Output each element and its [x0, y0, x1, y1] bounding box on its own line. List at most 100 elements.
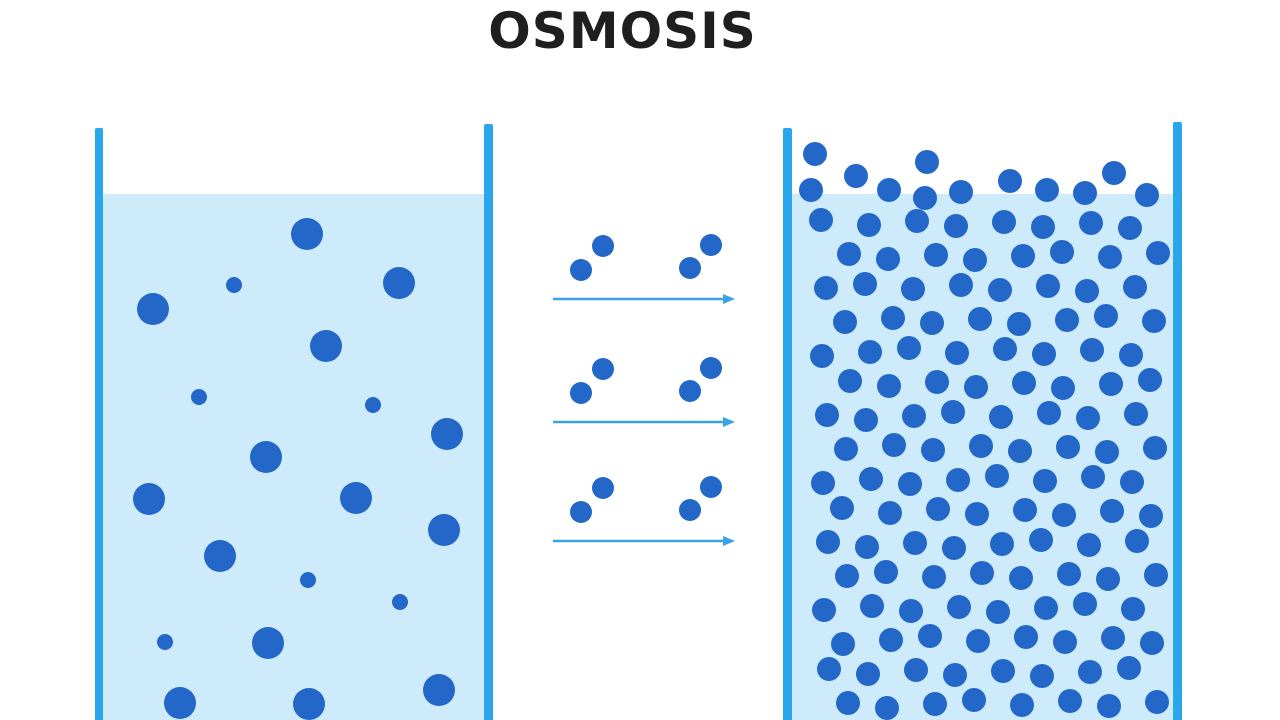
- water-particle: [1010, 693, 1034, 717]
- water-particle: [1008, 439, 1032, 463]
- water-particle: [1146, 241, 1170, 265]
- water-particle: [949, 273, 973, 297]
- solute-particle: [428, 514, 460, 546]
- flow-arrows: [553, 234, 735, 546]
- water-particle: [943, 663, 967, 687]
- water-particle: [679, 380, 701, 402]
- water-particle: [830, 496, 854, 520]
- water-particle: [817, 657, 841, 681]
- right-wall-left: [783, 128, 792, 720]
- water-particle: [1011, 244, 1035, 268]
- water-particle: [858, 340, 882, 364]
- water-particle: [1098, 245, 1122, 269]
- water-particle: [899, 599, 923, 623]
- water-particle: [1033, 469, 1057, 493]
- water-particle: [834, 437, 858, 461]
- water-particle: [1078, 660, 1102, 684]
- solute-particle: [191, 389, 207, 405]
- water-particle: [1007, 312, 1031, 336]
- water-particle: [844, 164, 868, 188]
- left-wall-right: [484, 124, 493, 720]
- water-particle: [923, 692, 947, 716]
- water-particle: [1053, 630, 1077, 654]
- water-particle: [989, 405, 1013, 429]
- water-particle: [920, 311, 944, 335]
- solute-particle: [252, 627, 284, 659]
- water-particle: [1117, 656, 1141, 680]
- water-particle: [1144, 563, 1168, 587]
- water-particle: [877, 178, 901, 202]
- solute-particle: [392, 594, 408, 610]
- water-particle: [882, 433, 906, 457]
- water-particle: [859, 467, 883, 491]
- water-particle: [918, 624, 942, 648]
- water-particle: [1135, 183, 1159, 207]
- water-particle: [1143, 436, 1167, 460]
- diagram-title: OSMOSIS: [488, 2, 757, 60]
- water-particle: [966, 629, 990, 653]
- water-particle: [875, 696, 899, 720]
- water-particle: [876, 247, 900, 271]
- water-particle: [874, 560, 898, 584]
- water-particle: [1095, 440, 1119, 464]
- water-particle: [815, 403, 839, 427]
- water-particle: [901, 277, 925, 301]
- water-particle: [941, 400, 965, 424]
- water-particle: [1014, 625, 1038, 649]
- water-particle: [592, 477, 614, 499]
- water-particle: [1099, 372, 1123, 396]
- water-particle: [1145, 690, 1169, 714]
- water-particle: [1121, 597, 1145, 621]
- water-particle: [913, 186, 937, 210]
- water-particle: [570, 382, 592, 404]
- water-particle: [1096, 567, 1120, 591]
- water-particle: [877, 374, 901, 398]
- water-particle: [1036, 274, 1060, 298]
- solute-particle: [133, 483, 165, 515]
- solute-particle: [157, 634, 173, 650]
- water-particle: [1035, 178, 1059, 202]
- water-particle: [925, 370, 949, 394]
- water-particle: [1142, 309, 1166, 333]
- right-particles: [799, 142, 1170, 720]
- water-particle: [700, 476, 722, 498]
- water-particle: [1050, 240, 1074, 264]
- water-particle: [879, 628, 903, 652]
- water-particle: [1055, 308, 1079, 332]
- water-particle: [969, 434, 993, 458]
- water-particle: [1029, 528, 1053, 552]
- water-particle: [1119, 343, 1143, 367]
- water-particle: [897, 336, 921, 360]
- water-particle: [679, 257, 701, 279]
- water-particle: [992, 210, 1016, 234]
- water-particle: [1080, 338, 1104, 362]
- solute-particle: [204, 540, 236, 572]
- water-particle: [904, 658, 928, 682]
- water-particle: [700, 234, 722, 256]
- water-particle: [803, 142, 827, 166]
- water-particle: [1140, 631, 1164, 655]
- water-particle: [898, 472, 922, 496]
- water-particle: [921, 438, 945, 462]
- solute-particle: [310, 330, 342, 362]
- water-particle: [993, 337, 1017, 361]
- left-container: [95, 124, 493, 720]
- water-particle: [1031, 215, 1055, 239]
- solute-particle: [137, 293, 169, 325]
- water-particle: [1013, 498, 1037, 522]
- water-particle: [1123, 275, 1147, 299]
- water-particle: [570, 501, 592, 523]
- water-particle: [964, 375, 988, 399]
- water-particle: [570, 259, 592, 281]
- water-particle: [1056, 435, 1080, 459]
- right-wall-right: [1173, 122, 1182, 720]
- water-particle: [902, 404, 926, 428]
- water-particle: [1076, 406, 1100, 430]
- water-particle: [1058, 689, 1082, 713]
- water-particle: [946, 468, 970, 492]
- right-container: [783, 122, 1182, 720]
- solute-particle: [431, 418, 463, 450]
- water-particle: [942, 536, 966, 560]
- water-particle: [853, 272, 877, 296]
- water-particle: [965, 502, 989, 526]
